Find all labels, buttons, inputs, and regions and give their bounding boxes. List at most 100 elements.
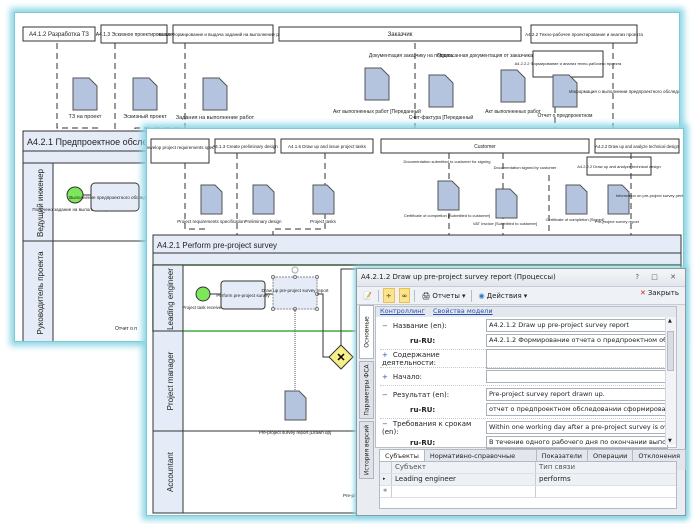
front-doc-6[interactable]: [565, 184, 588, 215]
property-label[interactable]: −Требования к срокам (en):: [382, 419, 472, 436]
new-row[interactable]: ✱: [380, 486, 676, 498]
front-lane-doc[interactable]: [284, 390, 307, 421]
property-value-input[interactable]: А4.2.1.2 Draw up pre-project survey repo…: [486, 319, 668, 332]
split-view-icon[interactable]: ÷: [382, 288, 395, 303]
back-doc-6[interactable]: [500, 69, 526, 103]
property-label[interactable]: +Содержание деятельности:: [382, 350, 440, 367]
front-top-box-2[interactable]: [214, 138, 276, 154]
properties-panel: Контроллинг Свойства модели −Название (e…: [375, 306, 677, 449]
back-task[interactable]: [90, 182, 140, 212]
properties-scrollbar[interactable]: ▲ ▼: [665, 317, 676, 445]
close-button[interactable]: ✕Закрыть: [639, 289, 679, 297]
back-top-box-customer[interactable]: [278, 26, 522, 42]
back-doc-3-label: Задания на выполнение работ: [176, 115, 255, 121]
property-value-input[interactable]: [486, 348, 668, 369]
rotate-handle-icon[interactable]: [291, 266, 299, 274]
front-doc-4[interactable]: [437, 180, 460, 211]
back-doc-3[interactable]: [202, 77, 228, 111]
front-top-box-customer[interactable]: [380, 138, 590, 154]
cell-link-type: performs: [535, 474, 571, 485]
reports-button[interactable]: 🖨Отчеты▾: [421, 291, 466, 300]
back-top-box-1[interactable]: [22, 26, 96, 42]
front-start-event[interactable]: [195, 286, 211, 302]
back-inner-box-label: А4.2.2.2 Формирование и анализ техно-раб…: [515, 61, 623, 66]
side-tab-history[interactable]: История версий: [359, 421, 374, 479]
process-properties-dialog: А4.2.1.2 Draw up pre-project survey repo…: [356, 268, 686, 516]
grid-header: Субъект Тип связи: [380, 462, 676, 474]
back-top-box-2[interactable]: [100, 24, 168, 44]
side-tabs: Основные Параметры ФСА История версий: [359, 305, 374, 481]
subjects-grid: Субъект Тип связи ▸ Leading engineer per…: [379, 461, 677, 509]
front-top-box-1[interactable]: [150, 138, 210, 164]
property-value-input[interactable]: В течение одного рабочего дня по окончан…: [486, 436, 668, 449]
property-value-input[interactable]: А4.2.1.2 Формирование отчета о предпроек…: [486, 334, 668, 347]
back-doc-2[interactable]: [132, 77, 158, 111]
property-value-input[interactable]: [486, 370, 668, 383]
scroll-down-icon: ▼: [668, 438, 672, 444]
front-doc-7[interactable]: [607, 184, 630, 215]
row-pointer-icon: ▸: [383, 476, 386, 482]
printer-icon: 🖨: [421, 291, 431, 300]
property-value-input[interactable]: Within one working day after a pre-proje…: [486, 421, 668, 434]
front-doc-2[interactable]: [252, 184, 275, 215]
front-task-1[interactable]: [220, 280, 266, 310]
back-doc-5[interactable]: [428, 74, 454, 108]
back-doc-4[interactable]: [364, 67, 390, 101]
collapse-icon: −: [382, 390, 388, 399]
back-top-box-3-label: А4.1.6 Формирование и выдача заданий на …: [158, 31, 289, 37]
back-top-box-5-label: А4.2.2 Техно-рабочее проектирование и ан…: [525, 32, 643, 37]
front-task-2-selected[interactable]: [272, 276, 318, 310]
front-doc-3[interactable]: [312, 184, 335, 215]
chevron-down-icon: ▾: [461, 291, 466, 300]
edit-doc-icon[interactable]: 📝: [363, 291, 372, 300]
front-doc-1[interactable]: [200, 184, 223, 215]
front-top-box-2-label: А4.1.3 Create preliminary design: [212, 144, 278, 149]
back-top-box-5[interactable]: [530, 24, 638, 44]
model-properties-link[interactable]: Свойства модели: [433, 307, 493, 315]
front-top-box-1-label: А4.1.2 Develop project requirements spec…: [147, 145, 230, 150]
front-flow-label-1: Documentation submitted to customer for …: [404, 159, 491, 164]
back-lane-text: Отчет о п: [115, 326, 137, 332]
property-label[interactable]: −Результат (en):: [382, 390, 450, 399]
back-doc-6-label: Акт выполненных работ: [485, 109, 541, 115]
front-pool-title: А4.2.1 Perform pre-project survey: [157, 241, 277, 250]
front-doc-5[interactable]: [495, 188, 518, 219]
property-label[interactable]: −Название (en):: [382, 321, 447, 330]
front-top-box-5[interactable]: [594, 138, 680, 154]
back-doc-7[interactable]: [552, 74, 578, 108]
back-flow-label-3: Информация о выполнении предпроектного о…: [569, 89, 679, 94]
scroll-up-icon: ▲: [668, 318, 672, 324]
front-top-box-3[interactable]: [280, 138, 374, 154]
table-row[interactable]: ▸ Leading engineer performs: [380, 474, 676, 486]
back-top-box-3[interactable]: [172, 24, 274, 44]
col-link-type[interactable]: Тип связи: [535, 462, 575, 473]
front-inner-box[interactable]: [586, 156, 652, 176]
back-pool-title: А4.2.1 Предпроектное обсле: [27, 137, 147, 147]
new-row-icon: ✱: [383, 488, 388, 494]
window-controls[interactable]: ? □ ✕: [635, 273, 681, 281]
side-tab-fsa[interactable]: Параметры ФСА: [359, 361, 374, 419]
back-lane-header-1[interactable]: [22, 162, 54, 242]
back-flow-label-1: Документация заказчику на подпись: [369, 53, 454, 59]
col-subject[interactable]: Субъект: [391, 462, 535, 473]
front-lane-header-3[interactable]: [152, 430, 184, 514]
property-value-input[interactable]: Pre-project survey report drawn up.: [486, 388, 668, 401]
property-row: +Содержание деятельности:: [376, 348, 676, 369]
actions-button[interactable]: ◉Действия▾: [478, 291, 528, 300]
property-label[interactable]: +Начало:: [382, 372, 422, 381]
link-icon[interactable]: ∞: [398, 288, 411, 303]
exclusive-gateway[interactable]: [328, 344, 354, 370]
collapse-icon: −: [382, 321, 388, 330]
dialog-title-bar[interactable]: А4.2.1.2 Draw up pre-project survey repo…: [357, 269, 685, 287]
back-doc-1[interactable]: [72, 77, 98, 111]
dialog-title: А4.2.1.2 Draw up pre-project survey repo…: [361, 273, 556, 281]
front-flow-label-2: Documentation signed by customer: [494, 165, 557, 170]
back-inner-box[interactable]: [532, 50, 604, 78]
dialog-toolbar: 📝 ÷ ∞ 🖨Отчеты▾ ◉Действия▾ ✕Закрыть: [357, 287, 685, 305]
side-tab-main[interactable]: Основные: [359, 305, 374, 359]
property-value-input[interactable]: отчет о предпроектном обследовании сформ…: [486, 403, 668, 416]
front-doc-5-label: VAT Invoice [Submitted to customer]: [473, 221, 537, 226]
back-lane-header-2[interactable]: [22, 240, 54, 341]
front-doc-4-label: Certificate of completion [Submitted to …: [404, 213, 490, 218]
controlling-link[interactable]: Контроллинг: [380, 307, 425, 315]
